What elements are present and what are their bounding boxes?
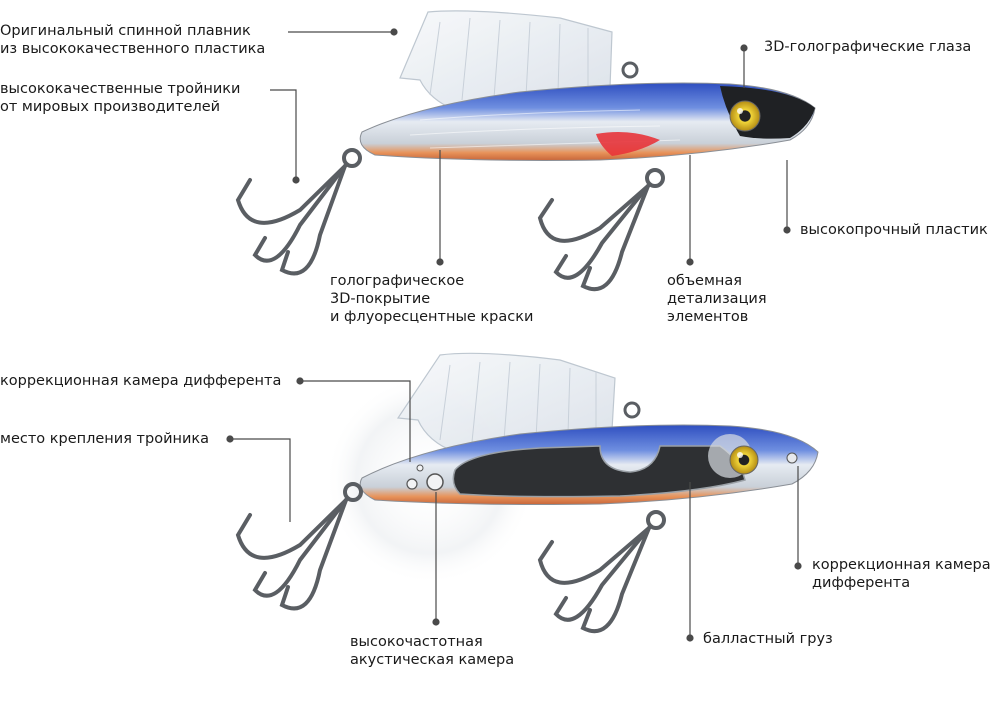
top-leader-lines bbox=[270, 28, 791, 266]
label-trim-chamber-left: коррекционная камера дифферента bbox=[0, 373, 282, 389]
label-eyes: 3D-голографические глаза bbox=[764, 39, 972, 55]
eye-icon bbox=[729, 100, 761, 132]
label-hooks: высококачественные тройники от мировых п… bbox=[0, 81, 241, 115]
label-trim-chamber-right: коррекционная камера дифферента bbox=[812, 557, 991, 591]
treble-hook-icon bbox=[235, 482, 363, 611]
lure-body bbox=[359, 82, 816, 161]
bottom-leader-lines bbox=[226, 377, 802, 642]
label-dorsal-fin: Оригинальный спинной плавник из высокока… bbox=[0, 23, 266, 57]
label-coating: голографическое 3D-покрытие и флуоресцен… bbox=[330, 273, 534, 325]
label-acoustic: высокочастотная акустическая камера bbox=[350, 634, 515, 668]
gill-fin bbox=[596, 132, 660, 156]
treble-hook-icon bbox=[537, 168, 665, 292]
split-ring-icon bbox=[623, 401, 641, 419]
top-lure bbox=[235, 10, 816, 292]
label-hook-mount: место крепления тройника bbox=[0, 431, 210, 447]
trim-chamber bbox=[786, 452, 798, 464]
label-detail: объемная детализация элементов bbox=[667, 273, 767, 325]
acoustic-chamber bbox=[426, 473, 444, 491]
split-ring-icon bbox=[621, 61, 639, 79]
bottom-lure bbox=[235, 352, 819, 634]
ballast-chamber bbox=[452, 445, 746, 498]
label-ballast: балластный груз bbox=[703, 631, 833, 647]
treble-hook-icon bbox=[537, 510, 666, 634]
label-plastic: высокопрочный пластик bbox=[800, 222, 988, 238]
eye-icon bbox=[729, 445, 759, 475]
treble-hook-icon bbox=[235, 148, 362, 276]
